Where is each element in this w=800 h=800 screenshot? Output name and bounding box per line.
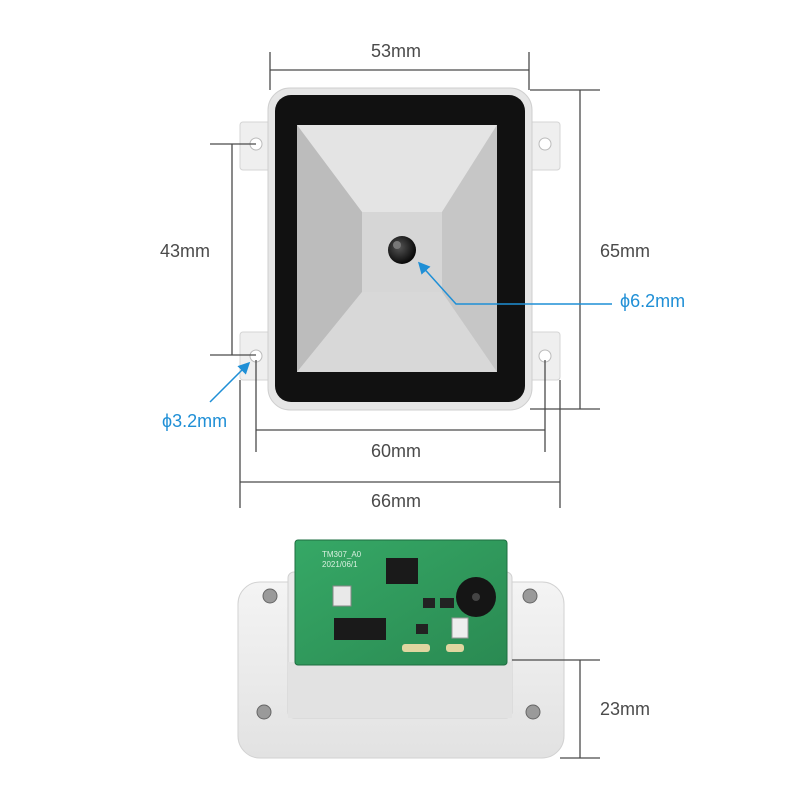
label-overall-width: 66mm [371, 491, 422, 511]
front-view [239, 87, 561, 411]
label-hole-diameter: ϕ3.2mm [162, 411, 228, 431]
label-hole-spacing-horizontal: 60mm [371, 441, 422, 461]
depth-dimension-lines [512, 659, 600, 759]
pcb-main-chip [386, 558, 418, 584]
pcb-pad-row-2 [446, 644, 464, 652]
pcb-silkscreen-model: TM307_A0 [322, 550, 362, 559]
pcb-small-part-2 [440, 598, 454, 608]
pcb-pad-row [402, 644, 430, 652]
label-top-width: 53mm [371, 41, 422, 61]
screw-top-left [262, 588, 278, 604]
label-window-diameter: ϕ6.2mm [620, 291, 686, 311]
pcb-small-part-1 [416, 624, 428, 634]
pcb-connector [332, 585, 352, 607]
label-hole-spacing-vertical: 43mm [160, 241, 211, 261]
pcb-silkscreen-date: 2021/06/1 [322, 560, 358, 569]
label-depth: 23mm [600, 699, 651, 719]
screw-bottom-right [525, 704, 541, 720]
label-height-outer: 65mm [600, 241, 651, 261]
pcb-buzzer-hole [472, 593, 480, 601]
window-facet-top [297, 125, 497, 212]
screw-bottom-left [256, 704, 272, 720]
window-facet-right [442, 125, 497, 372]
screws [256, 588, 541, 720]
rear-body-side [288, 662, 512, 718]
pcb-ic-chip [334, 618, 386, 640]
hole-callout-leader [209, 361, 251, 403]
mount-hole-top-right [538, 137, 552, 151]
window-facet-left [297, 125, 362, 372]
rear-view: TM307_A0 2021/06/1 [237, 539, 565, 759]
pcb-small-part-3 [423, 598, 435, 608]
pcb-header-pins [451, 617, 469, 639]
camera-lens [388, 236, 416, 264]
front-dimension-lines [210, 52, 600, 508]
lens-callout-leader [417, 261, 612, 305]
callouts [209, 261, 612, 403]
window-facet-bottom [297, 292, 497, 372]
screw-top-right [522, 588, 538, 604]
camera-lens-glint [393, 241, 401, 249]
